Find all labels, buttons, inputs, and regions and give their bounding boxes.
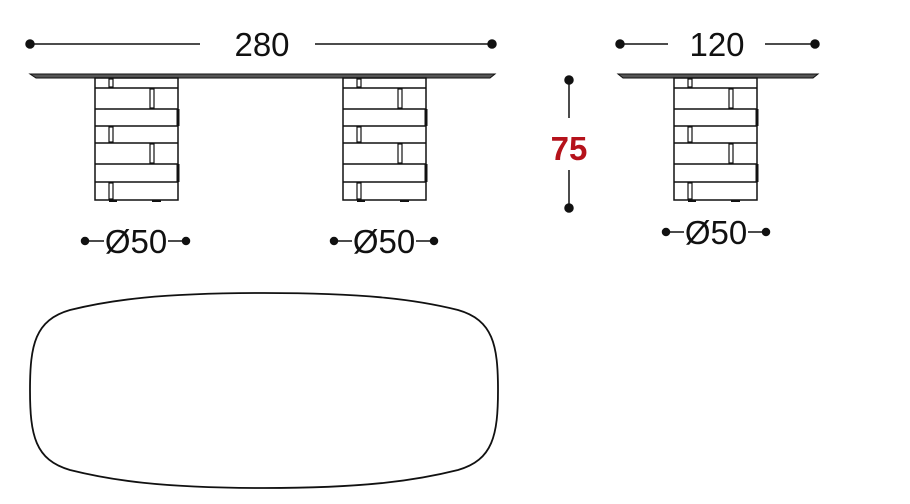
length-dimension-line — [25, 39, 497, 49]
front-tabletop — [28, 73, 497, 79]
table-leg — [342, 77, 428, 202]
tabletop-top-view — [29, 292, 499, 489]
length-label: 280 — [234, 26, 289, 63]
side-tabletop — [616, 73, 820, 79]
diameter-markers — [80, 227, 771, 246]
height-label: 75 — [551, 130, 588, 167]
width-label: 120 — [689, 26, 744, 63]
base-diameter-label-1: Ø50 — [105, 223, 167, 260]
base-diameter-label-2: Ø50 — [353, 223, 415, 260]
base-diameter-label-side: Ø50 — [685, 214, 747, 251]
height-dimension-line — [564, 75, 574, 213]
table-leg — [673, 77, 759, 202]
width-dimension-line — [615, 39, 820, 49]
table-leg — [94, 77, 180, 202]
